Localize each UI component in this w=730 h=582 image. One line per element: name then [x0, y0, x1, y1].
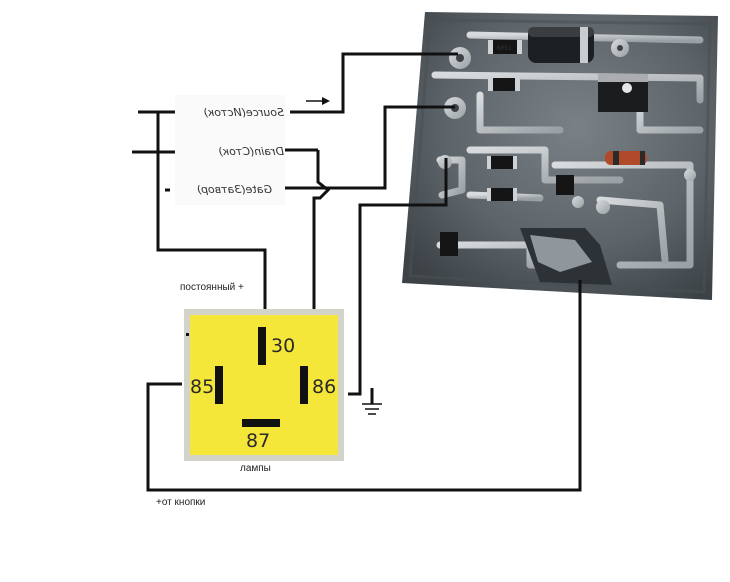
wire-button-85 [146, 280, 582, 492]
relay-pin-30-label: 30 [271, 335, 295, 357]
circuit-board: N051 [402, 12, 718, 300]
label-backdrop [175, 95, 285, 205]
drain-label-group: Drain(Сток) [218, 145, 284, 158]
ground-icon [362, 403, 382, 415]
drain-label: Drain(Сток) [218, 145, 284, 158]
arrow-icon [306, 97, 330, 105]
relay-pin-86-terminal [300, 366, 308, 404]
from-button-label: +от кнопки [156, 497, 205, 508]
svg-text:N051: N051 [497, 45, 512, 52]
relay-pin-30-terminal [258, 327, 266, 365]
power-diode [528, 27, 594, 63]
lamps-label: лампы [240, 463, 271, 474]
relay-pin-87-label: 87 [246, 430, 270, 452]
wire-ground-86 [348, 158, 448, 396]
relay: 30 85 86 87 [184, 309, 344, 461]
smd-components: N051 [440, 40, 648, 285]
source-label: Source(Исток) [203, 106, 284, 119]
gate-label-group: Gate(Затвор) [197, 183, 272, 196]
relay-pin-86-label: 86 [312, 376, 336, 398]
relay-pin-85-label: 85 [190, 376, 214, 398]
constant-plus-label: постоянный + [180, 282, 244, 293]
wire-gate [282, 105, 455, 190]
wire-source [290, 52, 458, 114]
gate-label: Gate(Затвор) [197, 183, 272, 196]
relay-pin-85-terminal [215, 366, 223, 404]
source-label-group: Source(Исток) [203, 106, 284, 119]
relay-pin-87-terminal [242, 419, 280, 427]
wire-constant-plus [156, 112, 267, 310]
